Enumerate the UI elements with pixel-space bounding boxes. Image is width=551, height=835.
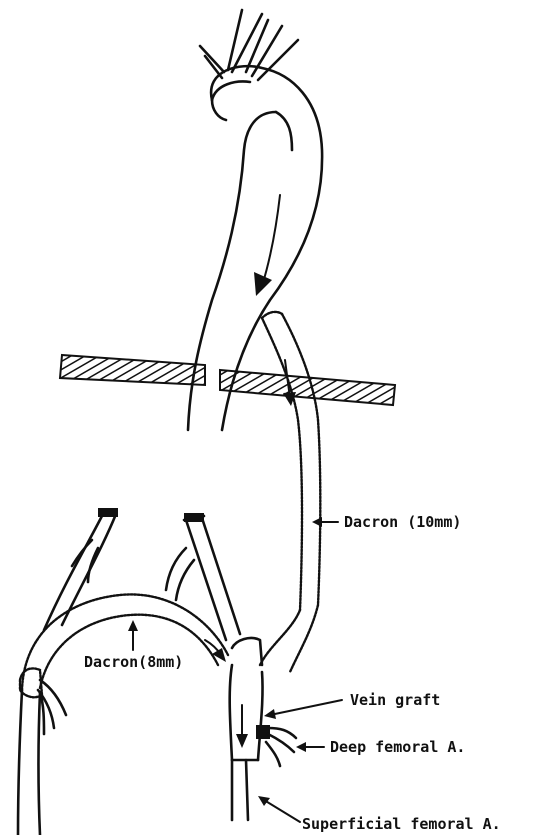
superficial-femoral-label: Superficial femoral A.	[302, 815, 501, 833]
left-native-vessels	[18, 508, 118, 835]
dacron-8mm-label: Dacron(8mm)	[84, 653, 183, 671]
deep-femoral-label: Deep femoral A.	[330, 738, 465, 756]
right-proximal-vessels	[166, 513, 240, 640]
aorta-flow-arrow	[254, 195, 280, 296]
arch-branches	[200, 10, 298, 80]
femoral-bifurcation	[230, 665, 296, 820]
right-graft-junction	[232, 605, 318, 672]
dacron-10mm-graft	[262, 312, 320, 610]
dacron-10mm-label: Dacron (10mm)	[344, 513, 461, 531]
vein-graft-label: Vein graft	[350, 691, 440, 709]
dacron-8mm-graft	[20, 594, 228, 697]
